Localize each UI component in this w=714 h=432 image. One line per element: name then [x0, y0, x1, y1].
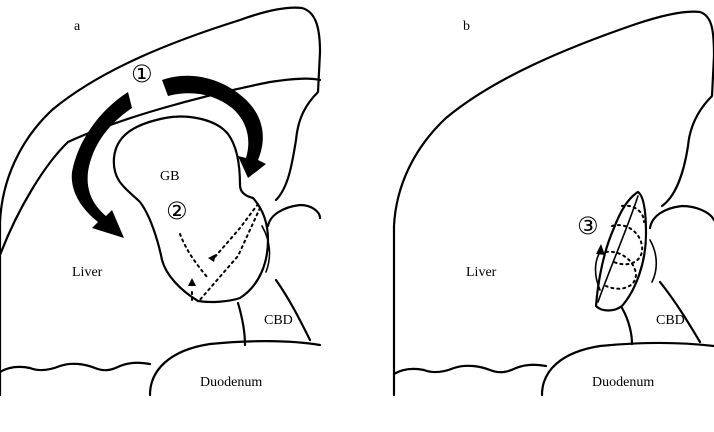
panel-b: b ③ Liver CBD Duodenum: [394, 12, 714, 395]
gallbladder-bed-line: [598, 196, 638, 302]
label-duodenum-a: Duodenum: [200, 375, 262, 390]
step-marker-3: ③: [577, 212, 599, 240]
label-duodenum-b: Duodenum: [592, 375, 654, 390]
panel-b-label: b: [463, 19, 470, 34]
label-liver-a: Liver: [72, 265, 103, 280]
panel-a-label: a: [74, 19, 81, 34]
rotation-arrow-head: [596, 244, 605, 255]
panel-a: a ① ② GB Liver CBD Duodenum: [0, 8, 320, 395]
label-cbd-a: CBD: [264, 313, 293, 328]
bottom-wavy-line: [0, 363, 150, 372]
label-cbd-b: CBD: [656, 313, 685, 328]
label-gb: GB: [160, 169, 179, 184]
liver-inferior-line: [0, 79, 320, 255]
dotted-arrow-head-1: [208, 254, 216, 262]
liver-outline: [0, 8, 320, 395]
gallbladder-outline: [114, 117, 268, 302]
dotted-arrow-head-2: [188, 278, 196, 286]
bottom-wavy-line-b: [394, 365, 546, 374]
step-marker-2: ②: [166, 197, 188, 225]
dotted-line-upper: [214, 204, 258, 258]
liver-outline-b: [394, 12, 714, 395]
dissection-dotted-arrows: [180, 204, 260, 302]
curved-arrow-right: [162, 76, 266, 178]
label-liver-b: Liver: [466, 265, 497, 280]
curved-arrow-left: [72, 92, 132, 238]
dotted-line-left: [180, 234, 208, 278]
gallbladder-bed-curve: [650, 240, 656, 282]
step-marker-1: ①: [131, 60, 153, 88]
